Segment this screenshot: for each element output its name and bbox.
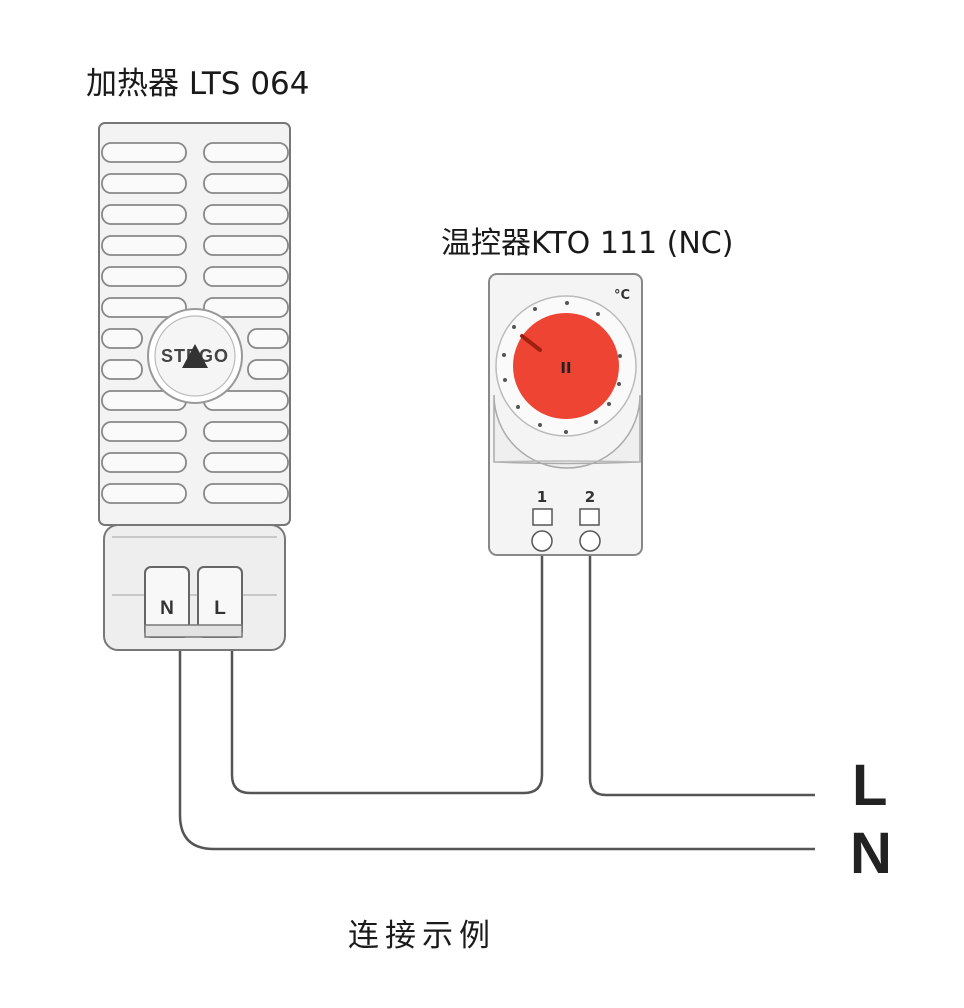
knob-center-mark: II xyxy=(560,359,571,377)
thermostat-dial-bezel xyxy=(493,394,641,469)
thermostat-knob xyxy=(513,313,619,419)
wire-heater-n-to-n xyxy=(178,640,815,851)
neutral-line-label: N xyxy=(850,821,892,886)
heater: STEGO N L xyxy=(98,122,291,651)
dial-scale-dots xyxy=(502,301,622,434)
terminal-2-label: 2 xyxy=(585,488,595,506)
terminal-2-screw xyxy=(579,508,600,526)
thermostat-unit-label: °C xyxy=(614,288,630,303)
terminal-n-label: N xyxy=(160,598,174,619)
heater-fins xyxy=(101,142,289,504)
terminal-1-screw xyxy=(532,508,553,526)
terminal-2-hole xyxy=(579,530,601,552)
thermostat-title: 温控器KTO 111 (NC) xyxy=(441,226,734,261)
thermostat: II °C 1 2 xyxy=(488,273,643,556)
heater-logo: STEGO xyxy=(147,308,243,404)
wire-thermostat-2-to-l xyxy=(588,555,815,797)
terminal-1-label: 1 xyxy=(537,488,547,506)
wires xyxy=(178,555,815,851)
live-line-label: L xyxy=(852,753,888,818)
heater-title: 加热器 LTS 064 xyxy=(86,66,310,102)
logo-triangle-icon xyxy=(182,344,208,368)
knob-pointer xyxy=(520,334,542,352)
terminal-l-label: L xyxy=(214,598,226,619)
terminal-1-hole xyxy=(531,530,553,552)
wire-heater-l-to-thermostat-1 xyxy=(230,555,544,795)
diagram-caption: 连接示例 xyxy=(348,918,496,954)
